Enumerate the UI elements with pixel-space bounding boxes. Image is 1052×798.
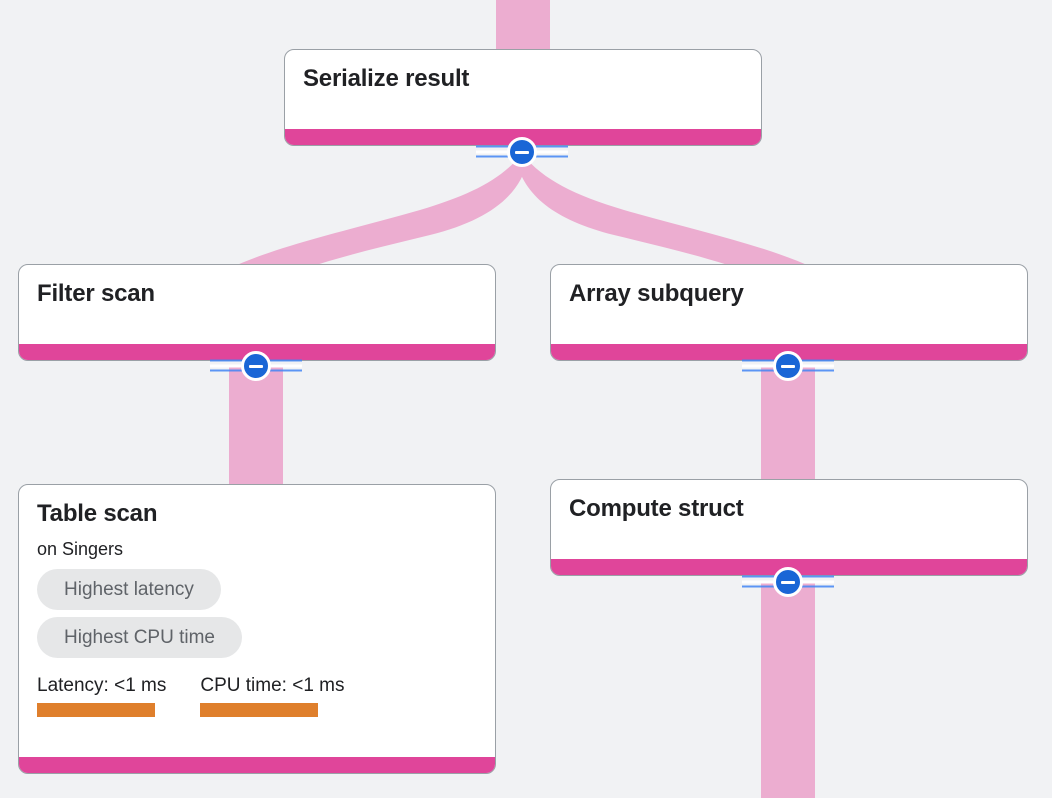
minus-circle-icon[interactable] xyxy=(507,137,537,167)
minus-glyph xyxy=(249,364,263,368)
node-body: Serialize result xyxy=(285,50,761,129)
edge-compute-struct-downward xyxy=(761,582,815,798)
node-body: Table scan on Singers Highest latency Hi… xyxy=(19,485,495,757)
minus-glyph xyxy=(781,364,795,368)
collapse-toggle-compute-struct[interactable] xyxy=(742,566,834,598)
edge-into-serialize-result xyxy=(496,0,550,50)
node-array-subquery[interactable]: Array subquery xyxy=(550,264,1028,361)
collapse-toggle-array-subquery[interactable] xyxy=(742,350,834,382)
edge-array-subquery-to-compute-struct xyxy=(761,366,815,486)
metric-latency: Latency: <1 ms xyxy=(37,675,167,718)
node-body: Compute struct xyxy=(551,480,1027,559)
node-title: Array subquery xyxy=(569,280,744,307)
minus-circle-icon[interactable] xyxy=(241,351,271,381)
node-body: Filter scan xyxy=(19,265,495,344)
node-title: Filter scan xyxy=(37,280,155,307)
status-badge-highest-cpu-time: Highest CPU time xyxy=(37,617,242,659)
minus-circle-icon[interactable] xyxy=(773,567,803,597)
metric-cpu-time-bar xyxy=(200,703,319,718)
node-compute-struct[interactable]: Compute struct xyxy=(550,479,1028,576)
node-body: Array subquery xyxy=(551,265,1027,344)
status-badge-highest-latency: Highest latency xyxy=(37,569,221,611)
node-filter-scan[interactable]: Filter scan xyxy=(18,264,496,361)
node-title: Compute struct xyxy=(569,495,744,522)
metric-cpu-time-label: CPU time: <1 ms xyxy=(200,675,345,697)
node-accent-bar xyxy=(19,757,495,773)
metric-latency-bar xyxy=(37,703,155,718)
metric-latency-label: Latency: <1 ms xyxy=(37,675,167,697)
minus-circle-icon[interactable] xyxy=(773,351,803,381)
metric-cpu-time: CPU time: <1 ms xyxy=(200,675,345,718)
node-serialize-result[interactable]: Serialize result xyxy=(284,49,762,146)
node-badge-group: Highest latency Highest CPU time xyxy=(37,569,477,665)
minus-glyph xyxy=(515,150,529,154)
edge-filter-scan-to-table-scan xyxy=(229,366,283,486)
collapse-toggle-serialize-result[interactable] xyxy=(476,136,568,168)
collapse-toggle-filter-scan[interactable] xyxy=(210,350,302,382)
node-title: Table scan xyxy=(37,500,158,527)
minus-glyph xyxy=(781,580,795,584)
node-table-scan[interactable]: Table scan on Singers Highest latency Hi… xyxy=(18,484,496,774)
node-metrics: Latency: <1 ms CPU time: <1 ms xyxy=(37,675,477,718)
node-title: Serialize result xyxy=(303,65,470,92)
node-subtitle: on Singers xyxy=(37,539,124,560)
